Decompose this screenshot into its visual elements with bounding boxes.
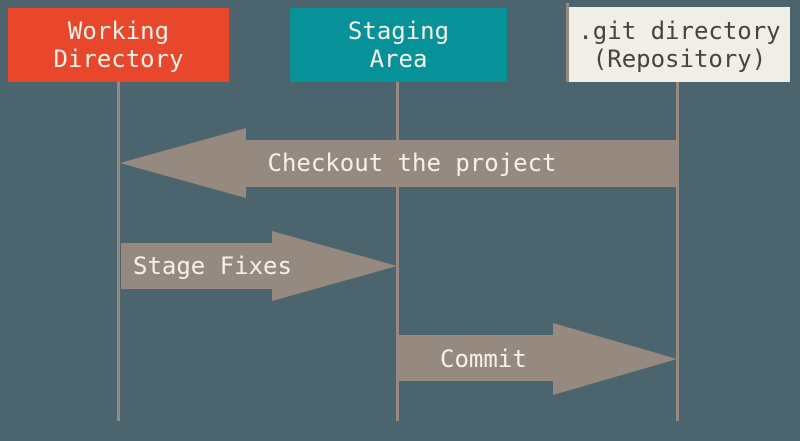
arrow-shaft — [246, 140, 678, 187]
arrow-shaft — [121, 243, 272, 289]
arrow-commit: Commit — [399, 323, 677, 395]
arrow-checkout-the-project: Checkout the project — [120, 128, 678, 198]
lifeline-git-directory — [676, 82, 679, 421]
column-box-staging-area: Staging Area — [290, 8, 507, 82]
lifeline-working-directory — [117, 82, 120, 421]
lifeline-staging-area — [396, 82, 399, 421]
column-box-git-directory: .git directory (Repository) — [569, 7, 790, 82]
arrow-label-stage-fixes: Stage Fixes — [133, 252, 292, 280]
column-box-working-directory: Working Directory — [8, 8, 229, 82]
arrow-head-right — [272, 231, 397, 301]
arrow-head-right — [553, 323, 677, 395]
arrow-stage-fixes: Stage Fixes — [121, 231, 397, 301]
arrow-label-checkout: Checkout the project — [267, 149, 557, 177]
arrow-head-left — [120, 128, 246, 198]
git-directory-box-left-edge — [566, 3, 569, 82]
arrow-shaft — [399, 335, 553, 381]
arrow-label-commit: Commit — [440, 345, 527, 373]
